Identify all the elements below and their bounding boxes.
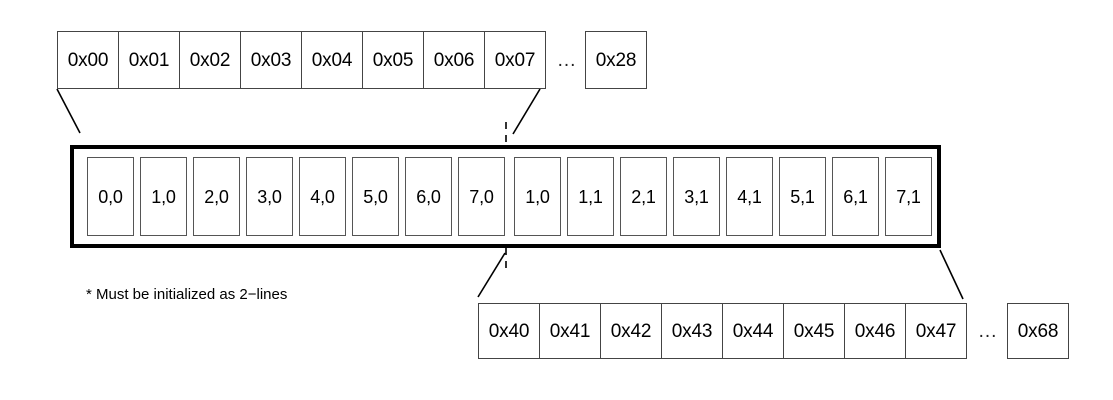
top-row-ellipsis: ... [557, 49, 577, 71]
bottom-address-cell: 0x41 [539, 303, 601, 359]
top-address-cell: 0x01 [118, 31, 180, 89]
leader-line-bottom-left [477, 252, 506, 298]
cache-line-buffer: 0,0 1,0 2,0 3,0 4,0 5,0 6,0 7,0 1,0 1,1 … [70, 145, 941, 248]
top-address-cell: 0x06 [423, 31, 485, 89]
buffer-slot: 7,1 [885, 157, 932, 236]
top-address-cell: 0x04 [301, 31, 363, 89]
initialization-note: * Must be initialized as 2−lines [86, 286, 288, 303]
buffer-slot: 2,0 [193, 157, 240, 236]
bottom-address-cell: 0x46 [844, 303, 906, 359]
bottom-address-cell: 0x42 [600, 303, 662, 359]
buffer-slot: 1,0 [140, 157, 187, 236]
buffer-slot: 4,1 [726, 157, 773, 236]
bottom-address-tail-cell: 0x68 [1007, 303, 1069, 359]
top-address-cell: 0x07 [484, 31, 546, 89]
buffer-slot: 4,0 [299, 157, 346, 236]
bottom-address-cell: 0x47 [905, 303, 967, 359]
top-address-cell: 0x00 [57, 31, 119, 89]
bottom-address-cell: 0x43 [661, 303, 723, 359]
bottom-address-cell: 0x44 [722, 303, 784, 359]
top-address-tail-cell: 0x28 [585, 31, 647, 89]
buffer-slot: 6,0 [405, 157, 452, 236]
buffer-slot: 1,0 [514, 157, 561, 236]
buffer-slot: 1,1 [567, 157, 614, 236]
top-address-cell: 0x05 [362, 31, 424, 89]
bottom-address-cell: 0x40 [478, 303, 540, 359]
leader-line-bottom-right [939, 249, 964, 300]
buffer-slot: 5,1 [779, 157, 826, 236]
buffer-slot: 3,1 [673, 157, 720, 236]
top-address-cell: 0x02 [179, 31, 241, 89]
top-address-cell: 0x03 [240, 31, 302, 89]
bottom-address-cell: 0x45 [783, 303, 845, 359]
buffer-slot: 7,0 [458, 157, 505, 236]
buffer-slot: 3,0 [246, 157, 293, 236]
buffer-slot: 2,1 [620, 157, 667, 236]
leader-line-top-right [512, 88, 541, 135]
buffer-slot: 5,0 [352, 157, 399, 236]
buffer-slot: 0,0 [87, 157, 134, 236]
bottom-row-ellipsis: ... [978, 320, 998, 342]
buffer-slot: 6,1 [832, 157, 879, 236]
leader-line-top-left [56, 88, 81, 134]
